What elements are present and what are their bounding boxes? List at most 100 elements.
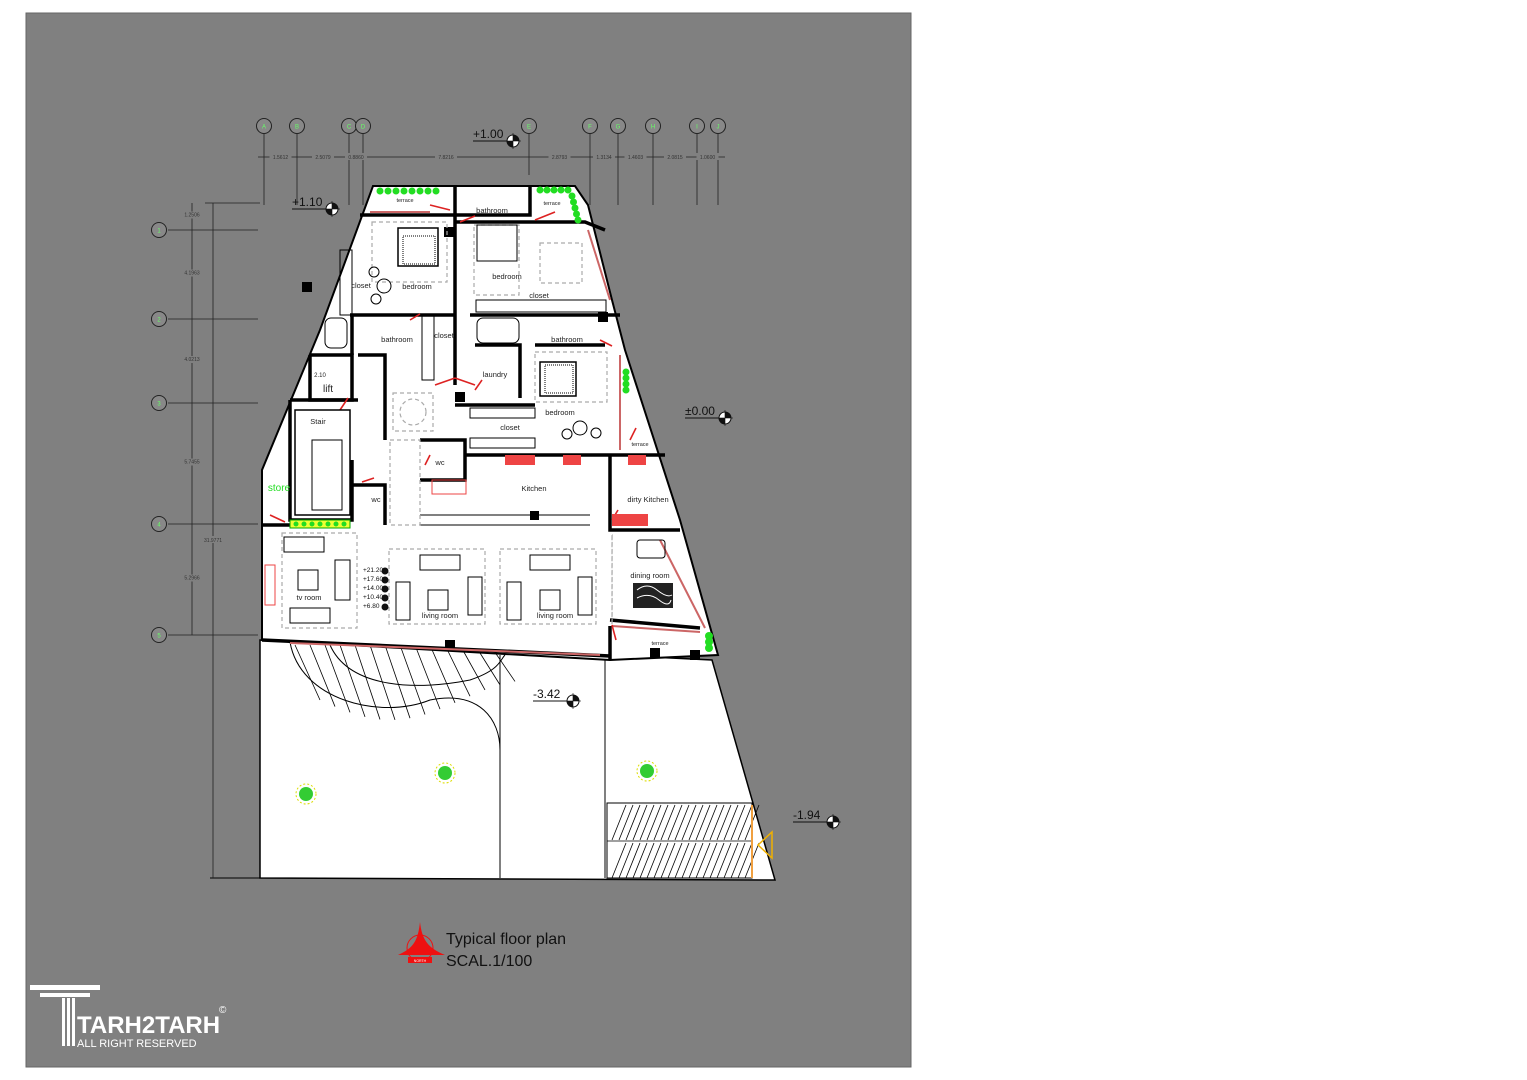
grid-column-label: A [262, 125, 266, 131]
room-label-living-room: living room [537, 611, 573, 620]
ramp-direction-arrow-icon [756, 830, 773, 860]
grid-column-label: E [527, 125, 531, 131]
curved-ramp-inner [329, 644, 506, 686]
grid-row-label: 3 [157, 402, 161, 408]
room-label-closet: closet [529, 291, 550, 300]
drawing-scale: SCAL.1/100 [446, 953, 532, 970]
grid-bubble-I: I [689, 118, 705, 134]
level-value: -1.94 [793, 808, 821, 822]
column-dimension: 2.0815 [667, 155, 683, 161]
level-marker-yard: -3.42 [533, 687, 581, 709]
logo-tagline: ALL RIGHT RESERVED [77, 1038, 197, 1050]
row-dimension: 4.0213 [184, 357, 200, 363]
room-label-closet: closet [500, 423, 521, 432]
grid-bubble-E: E [521, 118, 537, 134]
room-label-wc: wc [434, 458, 444, 467]
total-dimension: 31.9771 [204, 538, 222, 544]
room-label-store: store [268, 483, 291, 494]
row-dimension: 5.2966 [184, 576, 200, 582]
column-dimension: 1.4603 [628, 155, 644, 161]
grid-bubble-3: 3 [151, 395, 167, 411]
grid-bubble-G: G [610, 118, 626, 134]
grid-bubble-4: 4 [151, 516, 167, 532]
level-marker-terrace: +1.10 [292, 195, 340, 217]
level-value: +1.00 [473, 127, 504, 141]
column-dimension: 7.8216 [438, 155, 454, 161]
grid-column-label: I [696, 125, 698, 131]
grid-bubble-D: D [355, 118, 371, 134]
north-arrow-icon [398, 922, 445, 963]
stair-level-value: +6.80 [363, 603, 380, 610]
grid-column-label: F [588, 125, 592, 131]
column-dimension: 2.5079 [315, 155, 331, 161]
level-value: -3.42 [533, 687, 561, 701]
level-marker-floor: ±0.00 [685, 404, 733, 426]
column-dimension: 0.8860 [348, 155, 364, 161]
grid-row-label: 4 [157, 523, 161, 529]
curved-ramp-edge [289, 641, 501, 751]
planter-hedges [293, 186, 713, 652]
room-label-terrace: terrace [631, 442, 648, 448]
column-dimension: 1.5612 [273, 155, 289, 161]
row-dimension: 4.1963 [184, 271, 200, 277]
tree-icon [295, 783, 317, 805]
column-dimension: 1.0600 [700, 155, 716, 161]
furniture [264, 221, 673, 629]
stair-level-value: +10.40 [363, 594, 383, 601]
level-value: +1.10 [292, 195, 323, 209]
parking-ramp-hatch [607, 804, 760, 879]
stair-level-value: +21.20 [363, 567, 383, 574]
grid-column-label: J [717, 125, 720, 131]
level-marker-ramp: -1.94 [793, 808, 841, 830]
grid-row-label: 2 [157, 318, 161, 324]
grid-row-label: 5 [157, 634, 161, 640]
grid-bubble-5: 5 [151, 627, 167, 643]
room-label-2-10: 2.10 [314, 373, 326, 379]
room-label-bathroom: bathroom [381, 335, 413, 344]
room-label-tv-room: tv room [296, 593, 321, 602]
tree-icon [434, 762, 456, 784]
room-label-dirty-kitchen: dirty Kitchen [627, 495, 668, 504]
grid-column-label: B [295, 125, 299, 131]
grid-column-label: C [347, 125, 352, 131]
row-dimension: 5.7455 [184, 460, 200, 466]
tree-icon [636, 760, 658, 782]
room-label-bedroom: bedroom [545, 408, 575, 417]
grid-bubble-A: A [256, 118, 272, 134]
room-label-living-room: living room [422, 611, 458, 620]
ramp-hatch [294, 644, 516, 721]
level-value: ±0.00 [685, 404, 715, 418]
logo-copyright: © [219, 1005, 227, 1016]
room-label-wc: wc [370, 495, 380, 504]
grid-column-label: G [616, 125, 621, 131]
logo-brand: TARH2TARH [77, 1012, 220, 1039]
stair-level-value: +17.60 [363, 576, 383, 583]
grid-column-label: H [651, 125, 655, 131]
grid-bubble-C: C [341, 118, 357, 134]
room-label-terrace: terrace [651, 641, 668, 647]
room-label-bathroom: bathroom [476, 206, 508, 215]
room-label-bathroom: bathroom [551, 335, 583, 344]
windows [289, 211, 706, 656]
grid-bubble-B: B [289, 118, 305, 134]
drawing-title: Typical floor plan [446, 931, 566, 948]
room-label-kitchen: Kitchen [521, 484, 546, 493]
room-label-closet: closet [434, 331, 455, 340]
grid-row-label: 1 [157, 229, 161, 235]
room-label-terrace: terrace [396, 198, 413, 204]
north-label: NORTH [414, 959, 427, 963]
column-dimension: 2.8793 [552, 155, 568, 161]
grid-bubble-H: H [645, 118, 661, 134]
room-label-dining-room: dining room [630, 571, 669, 580]
grid-column-label: D [361, 125, 366, 131]
grid-lines [168, 134, 725, 878]
grid-bubble-1: 1 [151, 222, 167, 238]
room-label-bedroom: bedroom [402, 282, 432, 291]
grid-bubble-J: J [710, 118, 726, 134]
row-dimension: 1.2506 [184, 213, 200, 219]
grid-bubble-F: F [582, 118, 598, 134]
room-label-bedroom: bedroom [492, 272, 522, 281]
grid-bubble-2: 2 [151, 311, 167, 327]
room-label-terrace: terrace [543, 201, 560, 207]
